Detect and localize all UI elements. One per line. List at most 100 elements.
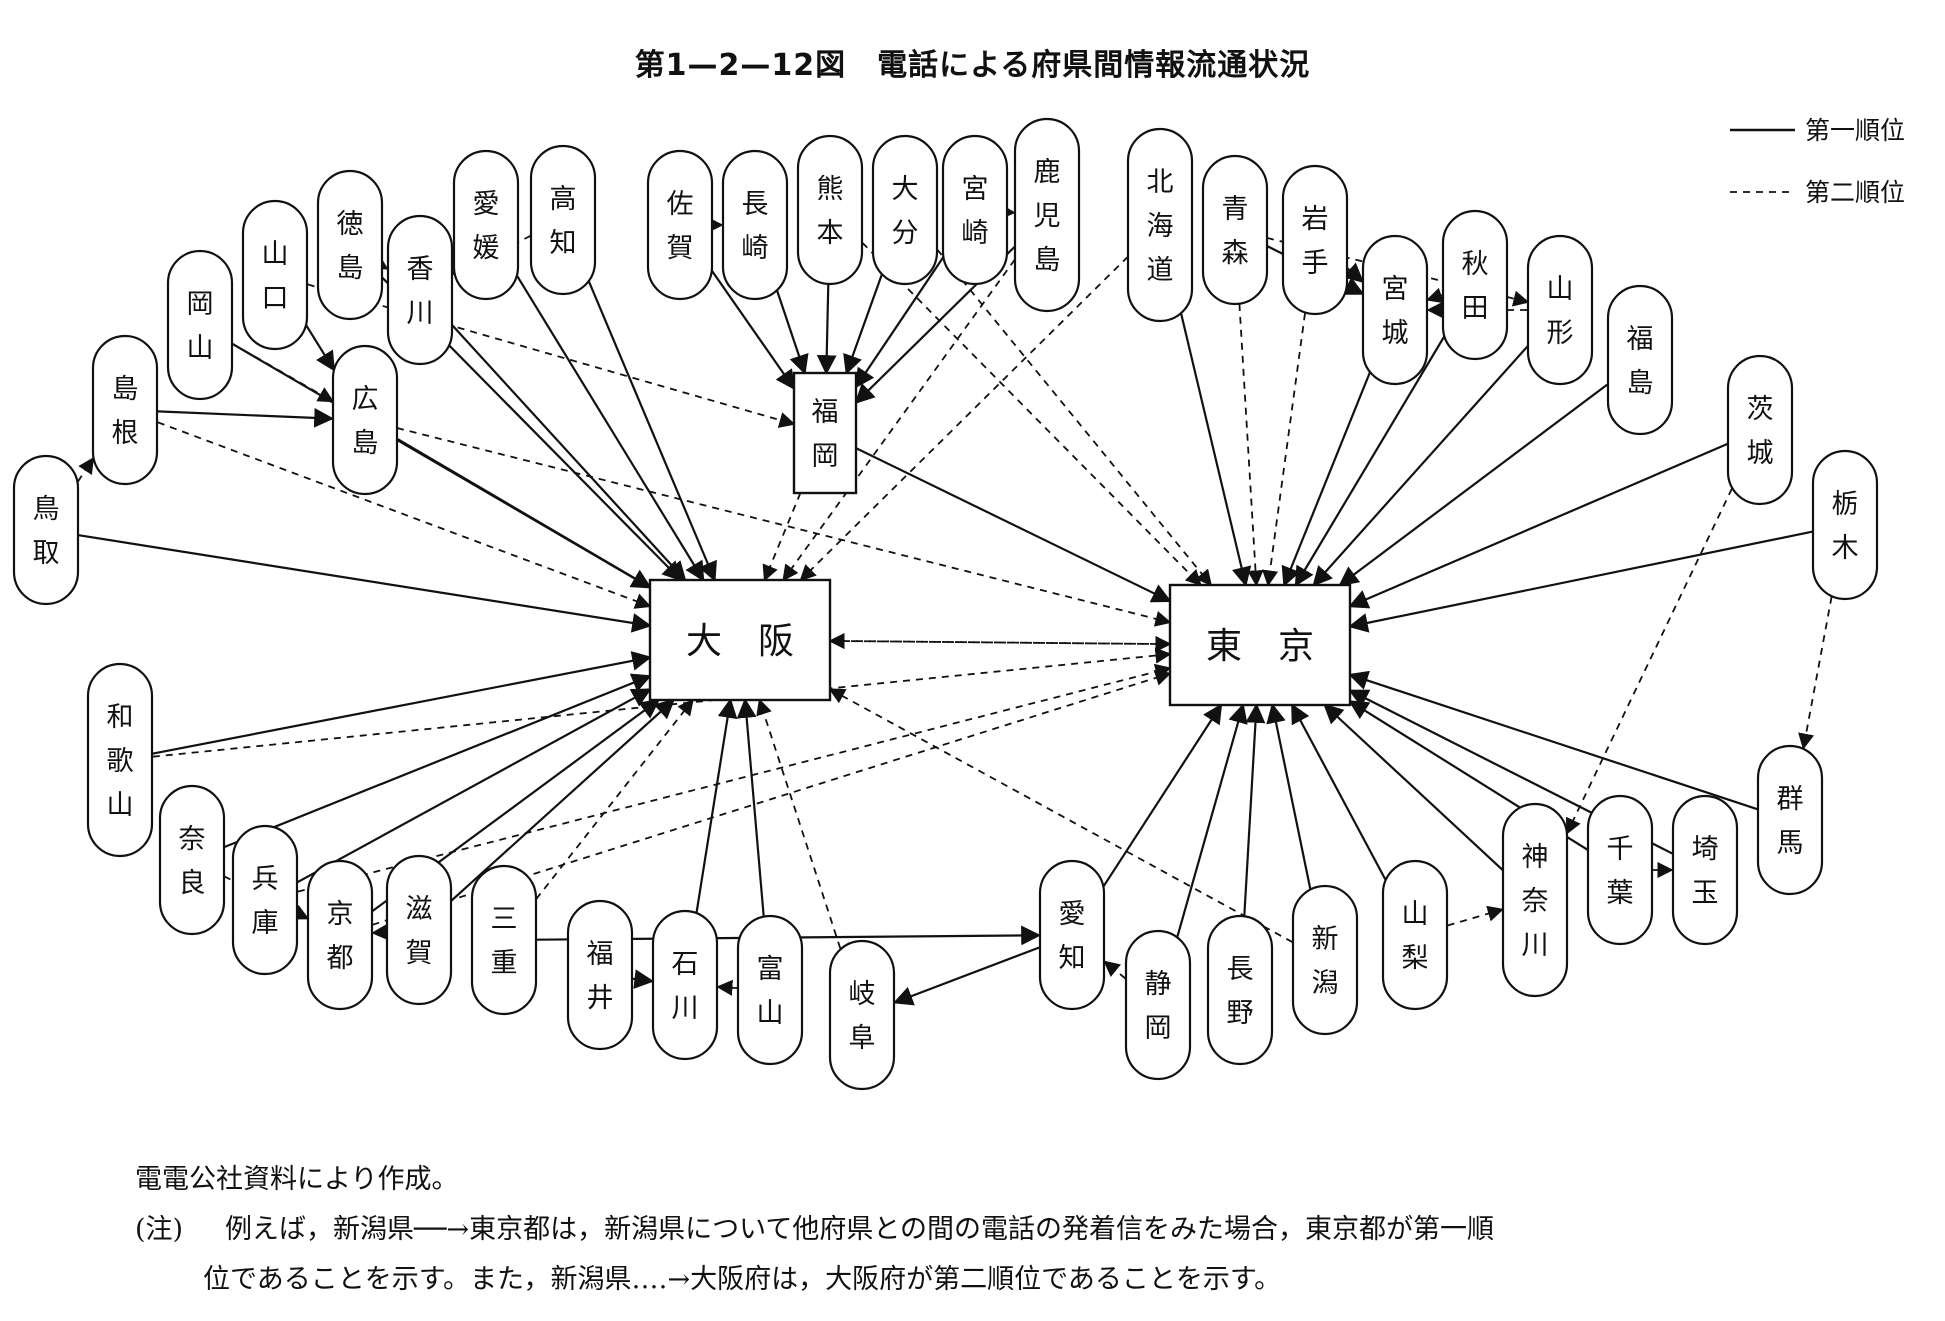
node-fukui-shape — [566, 899, 634, 1051]
node-miyagi-shape — [1361, 234, 1429, 386]
hub-fukuoka: 福岡 — [792, 371, 858, 495]
node-saga-label: 佐賀 — [667, 189, 694, 264]
node-shizuoka-shape — [1124, 929, 1192, 1081]
node-mie: 三重 — [470, 864, 538, 1016]
node-hokkaido-shape — [1126, 127, 1194, 323]
node-chiba-label: 千葉 — [1607, 834, 1634, 909]
node-ehime: 愛媛 — [452, 149, 520, 301]
edge-kanagawa-to-tokyo-rank1 — [1323, 703, 1504, 871]
edge-shiga-to-kyoto-rank2 — [371, 923, 388, 941]
node-oita-shape — [871, 134, 939, 286]
edge-shizuoka-to-aichi-rank2 — [1103, 960, 1126, 980]
node-kanagawa-label: 神奈川 — [1522, 842, 1549, 961]
node-yamanashi: 山梨 — [1381, 859, 1449, 1011]
edge-saga-to-fukuoka-rank1 — [711, 270, 796, 391]
node-kumamoto-label: 熊本 — [817, 174, 844, 249]
node-ibaraki: 茨城 — [1726, 354, 1794, 506]
node-oita-label: 大分 — [892, 174, 919, 249]
node-saitama-label: 埼玉 — [1692, 834, 1719, 909]
node-ishikawa: 石川 — [651, 909, 719, 1061]
edge-yamanashi-to-tokyo-rank1 — [1291, 703, 1387, 880]
edge-shizuoka-to-tokyo-rank1 — [1176, 703, 1248, 937]
node-tokushima: 徳島 — [316, 169, 384, 321]
node-gifu: 岐阜 — [828, 939, 896, 1091]
node-kagawa-shape — [386, 214, 454, 366]
edge-tottori-to-osaka-rank1 — [78, 534, 652, 633]
node-saga-shape — [646, 149, 714, 301]
node-saga: 佐賀 — [646, 149, 714, 301]
edge-tottori-to-shimane-rank2 — [77, 457, 94, 483]
node-ibaraki-label: 茨城 — [1747, 394, 1774, 469]
note-line-2: 位であることを示す。また，新潟県‥‥→大阪府は，大阪府が第二順位であることを示す… — [203, 1264, 1282, 1295]
edge-okayama-to-hiroshima-rank2 — [231, 342, 335, 403]
node-kagoshima-label: 鹿児島 — [1034, 157, 1061, 276]
edge-iwate-to-tokyo-rank2 — [1262, 313, 1306, 587]
node-tochigi-label: 栃木 — [1832, 489, 1859, 564]
edge-tochigi-to-gunma-rank2 — [1798, 596, 1833, 750]
node-tottori: 鳥取 — [12, 454, 80, 606]
hub-fukuoka-label: 福岡 — [812, 397, 839, 472]
edge-yamaguchi-to-hiroshima-rank1 — [305, 324, 335, 372]
node-miyagi: 宮城 — [1361, 234, 1429, 386]
node-wakayama: 和歌山 — [86, 662, 154, 858]
node-kyoto-shape — [306, 859, 374, 1011]
node-toyama-shape — [736, 914, 804, 1066]
node-aomori-shape — [1201, 154, 1269, 306]
node-saitama: 埼玉 — [1671, 794, 1739, 946]
node-tokushima-shape — [316, 169, 384, 321]
node-shiga: 滋賀 — [385, 854, 453, 1006]
edge-wakayama-to-osaka-rank1 — [152, 651, 652, 755]
edge-ehime-to-osaka-rank1 — [516, 275, 705, 582]
hub-osaka-label: 大 阪 — [686, 621, 794, 662]
node-hyogo-label: 兵庫 — [252, 864, 279, 939]
node-chiba: 千葉 — [1586, 794, 1654, 946]
node-niigata-label: 新潟 — [1312, 924, 1339, 999]
edge-fukushima-to-tokyo-rank1 — [1338, 383, 1608, 587]
node-nagasaki-shape — [721, 149, 789, 301]
edge-nagano-to-tokyo-rank1 — [1243, 703, 1266, 917]
edge-gifu-to-osaka-rank2 — [756, 698, 842, 949]
source-note: 電電公社資料により作成。 — [135, 1164, 459, 1195]
node-kumamoto: 熊本 — [796, 134, 864, 286]
node-okayama-label: 岡山 — [187, 289, 214, 364]
node-fukushima-label: 福島 — [1627, 324, 1654, 399]
edge-gunma-to-tokyo-rank1 — [1348, 670, 1759, 811]
node-aomori: 青森 — [1201, 154, 1269, 306]
node-tottori-label: 鳥取 — [33, 494, 60, 569]
node-nagano-shape — [1206, 914, 1274, 1066]
node-fukui: 福井 — [566, 899, 634, 1051]
node-wakayama-shape — [86, 662, 154, 858]
node-kochi-label: 高知 — [550, 184, 577, 259]
edge-toyama-to-osaka-rank1 — [736, 698, 765, 917]
edge-iwate-to-miyagi-rank1 — [1342, 262, 1365, 284]
node-kagoshima-shape — [1013, 117, 1081, 313]
node-iwate: 岩手 — [1281, 164, 1349, 316]
node-hyogo: 兵庫 — [231, 824, 299, 976]
edge-kyoto-to-tokyo-rank2 — [372, 670, 1172, 926]
edge-akita-to-miyagi-rank2 — [1425, 287, 1444, 304]
node-ehime-shape — [452, 149, 520, 301]
edge-shiga-to-osaka-rank1 — [450, 698, 676, 902]
node-akita-shape — [1441, 209, 1509, 361]
node-shimane-shape — [91, 334, 159, 486]
node-aichi: 愛知 — [1038, 859, 1106, 1011]
edge-yamagata-to-tokyo-rank1 — [1312, 345, 1529, 587]
node-shimane-label: 島根 — [112, 374, 139, 449]
node-toyama-label: 富山 — [757, 954, 784, 1029]
nodes-layer: 鳥取島根岡山山口広島徳島香川愛媛高知佐賀長崎熊本大分宮崎鹿児島北海道青森岩手宮城… — [12, 117, 1879, 1091]
node-gifu-shape — [828, 939, 896, 1091]
edge-hokkaido-to-osaka-rank2 — [799, 255, 1129, 582]
node-aomori-label: 青森 — [1222, 194, 1249, 269]
edge-fukuoka-to-tokyo-rank1 — [855, 447, 1172, 603]
node-nagano-label: 長野 — [1227, 954, 1254, 1029]
node-ibaraki-shape — [1726, 354, 1794, 506]
edge-shimane-to-hiroshima-rank1 — [157, 407, 334, 428]
node-tottori-shape — [12, 454, 80, 606]
edge-tochigi-to-tokyo-rank1 — [1348, 530, 1813, 633]
edge-kumamoto-to-tokyo-rank2 — [861, 242, 1202, 587]
node-yamaguchi-label: 山口 — [262, 239, 289, 314]
edge-aomori-to-tokyo-rank2 — [1238, 303, 1264, 587]
node-shiga-label: 滋賀 — [406, 894, 433, 969]
node-aichi-label: 愛知 — [1059, 899, 1086, 974]
node-yamagata-label: 山形 — [1547, 274, 1574, 349]
